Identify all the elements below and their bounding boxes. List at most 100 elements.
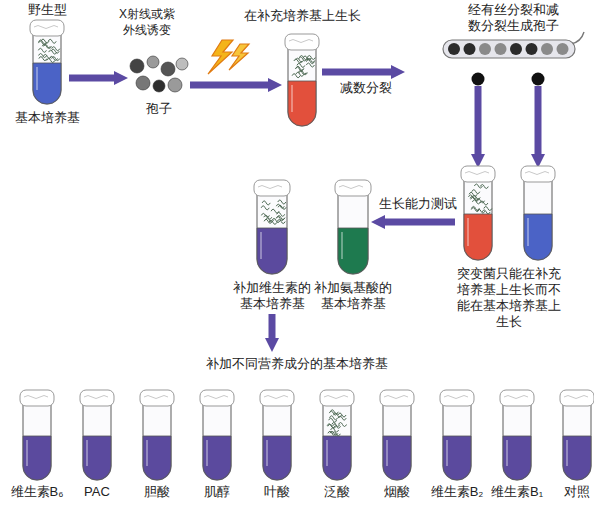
tube-label: 叶酸 [245,484,309,500]
test-tube: 补加氨基酸的基本培养基 [335,182,371,274]
culture-medium [503,436,531,480]
spore [161,62,175,76]
mycelium [52,57,60,61]
tube-label: 对照 [545,484,594,500]
test-tube: 胆酸 [140,392,174,480]
culture-medium [257,228,287,274]
cotton-fiber [204,396,228,399]
test-tube: 维生素B₁ [500,392,534,480]
cotton-plug [380,390,414,406]
spore [130,59,144,73]
cotton-plug [560,390,594,406]
flow-arrow [69,75,114,82]
tube-label: 野生型 [13,2,81,18]
tube-label: 在补充培养基上生长 [234,8,370,24]
tube-glass [33,28,61,104]
cotton-fiber [564,396,588,399]
cotton-fiber [258,186,282,189]
test-tube: 在补充培养基上生长 [282,36,322,126]
tube-glass [263,398,291,480]
tube-glass [23,398,51,480]
glass-shine [36,67,38,90]
glass-shine [26,440,28,466]
culture-medium [83,436,111,480]
ascus-stalk [571,32,584,44]
mycelium [472,206,480,210]
tube-label: 补加氨基酸的基本培养基 [313,280,393,312]
tube-glass [203,398,231,480]
mycelium [272,219,280,223]
ascus: 经有丝分裂和减数分裂生成孢子 [405,28,585,86]
mycelium [48,39,56,43]
mycelium [292,74,300,78]
mycelium [43,54,51,58]
ascospore [448,43,460,55]
tube-glass [338,188,368,274]
cotton-fiber [384,396,408,399]
mycelium [52,47,60,51]
test-tube-drawing [320,392,354,480]
test-tube-drawing [25,22,69,104]
glass-shine [291,85,293,112]
flow-arrow [475,86,482,154]
cotton-fiber [465,172,489,175]
test-tube: 野生型基本培养基 [25,22,69,104]
spore-cluster-drawing [128,55,190,97]
test-tube: PAC [80,392,114,480]
culture-medium [383,436,411,480]
test-tube-drawing [380,392,414,480]
cotton-plug [461,166,495,182]
cotton-fiber [34,26,58,29]
mycelium [261,213,269,217]
culture-medium [464,214,492,260]
spore-cluster: 孢子 [128,55,190,97]
tube-glass [257,188,287,274]
glass-shine [527,218,529,246]
mycelium [277,212,285,216]
spore [136,76,150,90]
cotton-fiber [24,396,48,399]
test-tube: 补加维生素的基本培养基 [232,182,312,314]
test-tube-drawing [335,182,371,274]
tube-glass [323,398,351,480]
tube-glass [524,174,552,260]
glass-shine [266,440,268,466]
test-tube-drawing [80,392,114,480]
test-tube-drawing [140,392,174,480]
cotton-plug [440,390,474,406]
flow-arrow [385,219,455,226]
isolated-spore [472,73,485,86]
lightning-bolt [208,40,233,74]
mycelium [47,59,55,63]
edge-label: 生长能力测试 [374,196,462,212]
cotton-fiber [339,186,363,189]
culture-medium [23,436,51,480]
ascospore [464,43,476,55]
test-tube: 肌醇 [200,392,234,480]
tube-glass [83,398,111,480]
cotton-fiber [264,396,288,399]
tube-label: 维生素B₂ [425,484,489,500]
test-tube-drawing [200,392,234,480]
glass-shine [260,232,262,259]
culture-medium [338,228,368,274]
mycelium [261,206,269,210]
mycelium [276,204,284,208]
cotton-plug [254,180,290,196]
cotton-fiber [444,396,468,399]
mycelium [278,200,286,204]
spore [176,58,188,70]
tube-label: 泛酸 [305,484,369,500]
ascospore [526,43,538,55]
culture-medium [323,436,351,480]
cotton-plug [200,390,234,406]
culture-medium [203,436,231,480]
mycelium [295,67,303,71]
test-tube-drawing [20,392,54,480]
flow-arrow [190,82,268,89]
cotton-plug [500,390,534,406]
group-heading: 补加不同营养成分的基本培养基 [4,356,590,372]
lightning-bolt [229,44,249,70]
tube-glass [383,398,411,480]
cotton-fiber [289,40,313,43]
